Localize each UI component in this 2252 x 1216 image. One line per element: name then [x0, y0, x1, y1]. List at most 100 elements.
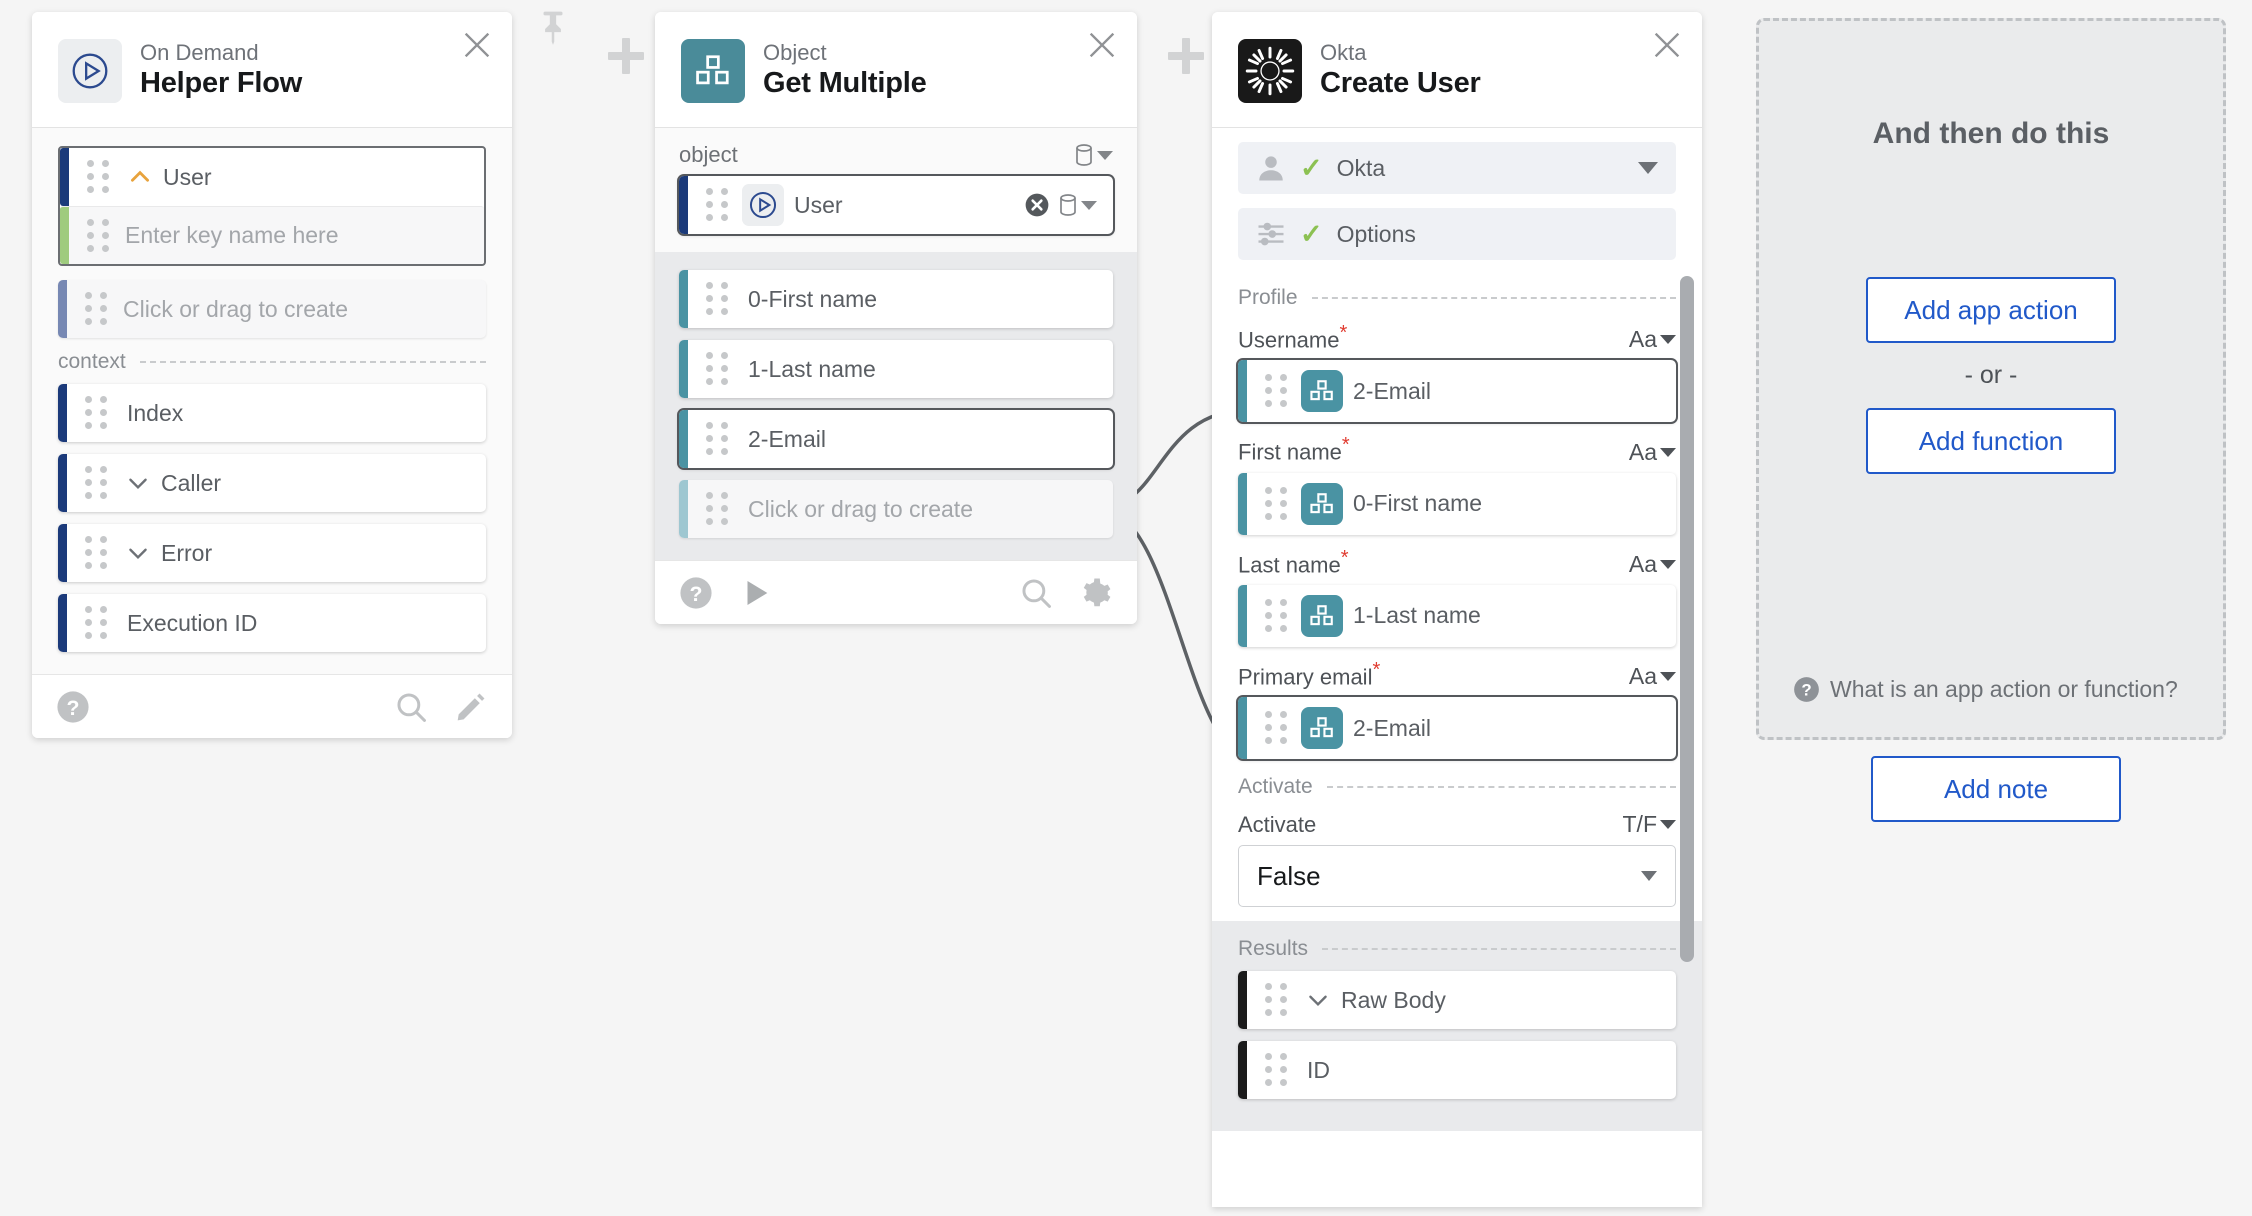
gear-icon[interactable] — [1079, 576, 1113, 610]
object-value-label: User — [794, 191, 843, 218]
type-selector[interactable]: Aa — [1629, 439, 1676, 466]
what-is-app-action-link[interactable]: ? What is an app action or function? — [1793, 676, 2178, 703]
first-name-field[interactable]: 0-First name — [1238, 472, 1676, 535]
add-step-button-1[interactable] — [608, 38, 644, 74]
section-divider — [1326, 786, 1676, 789]
vertical-scrollbar[interactable] — [1680, 276, 1694, 962]
add-function-button[interactable]: Add function — [1866, 408, 2116, 474]
result-id[interactable]: ID — [1238, 1041, 1676, 1100]
primary-email-field[interactable]: 2-Email — [1238, 697, 1676, 760]
help-circle-icon[interactable]: ? — [679, 576, 713, 610]
svg-text:?: ? — [67, 695, 80, 719]
drag-handle-icon[interactable] — [79, 290, 113, 328]
drag-handle-icon[interactable] — [79, 604, 113, 642]
caret-down-icon[interactable] — [1638, 162, 1658, 174]
list-item-email[interactable]: 2-Email — [679, 410, 1113, 468]
check-icon: ✓ — [1300, 218, 1323, 249]
result-raw-body[interactable]: Raw Body — [1238, 971, 1676, 1030]
add-note-button[interactable]: Add note — [1871, 756, 2121, 822]
svg-text:?: ? — [1801, 681, 1811, 700]
accordion-label: Options — [1336, 220, 1416, 247]
sidebar-item-execution-id[interactable]: Execution ID — [58, 594, 486, 652]
object-field-label: object — [679, 142, 738, 167]
drag-handle-icon[interactable] — [1259, 709, 1293, 747]
last-name-field[interactable]: 1-Last name — [1238, 584, 1676, 647]
create-row[interactable]: Click or drag to create — [58, 280, 486, 338]
drag-handle-icon[interactable] — [1259, 485, 1293, 523]
page-title: Helper Flow — [140, 67, 303, 100]
blocks-icon — [1301, 594, 1343, 637]
field-label: First name* — [1238, 434, 1350, 465]
username-field[interactable]: 2-Email — [1238, 360, 1676, 423]
close-icon[interactable] — [460, 28, 494, 62]
drag-handle-icon[interactable] — [700, 420, 734, 458]
field-label-text: First name — [1238, 439, 1342, 465]
drag-handle-icon[interactable] — [79, 534, 113, 572]
create-row-label: Click or drag to create — [748, 495, 973, 522]
chevron-down-icon — [1660, 447, 1676, 457]
database-type-selector[interactable] — [1058, 193, 1097, 217]
next-step-dropzone[interactable]: And then do this Add app action - or - A… — [1756, 18, 2226, 740]
chevron-down-icon[interactable] — [125, 540, 151, 566]
add-step-button-2[interactable] — [1168, 38, 1204, 74]
drag-handle-icon[interactable] — [81, 158, 115, 196]
type-selector[interactable]: T/F — [1623, 811, 1676, 838]
drag-handle-icon[interactable] — [700, 350, 734, 388]
chevron-down-icon[interactable] — [1305, 987, 1331, 1013]
row-actions — [1024, 192, 1113, 218]
search-icon[interactable] — [1019, 576, 1053, 610]
sidebar-item-error[interactable]: Error — [58, 524, 486, 582]
list-item[interactable]: User — [60, 148, 484, 206]
pin-icon[interactable] — [534, 10, 572, 52]
drag-handle-icon[interactable] — [1259, 372, 1293, 410]
list-item-label: Caller — [161, 469, 222, 496]
sidebar-item-caller[interactable]: Caller — [58, 454, 486, 512]
type-selector[interactable]: Aa — [1629, 663, 1676, 690]
activate-label-row: Activate T/F — [1238, 811, 1676, 838]
chevron-down-icon[interactable] — [125, 470, 151, 496]
pencil-icon[interactable] — [454, 690, 488, 724]
type-bar — [58, 454, 67, 512]
or-divider-label: - or - — [1964, 361, 2018, 389]
chevron-down-icon — [1660, 820, 1676, 830]
drag-handle-icon[interactable] — [1259, 981, 1293, 1019]
field-value: 1-Last name — [1353, 602, 1481, 629]
search-icon[interactable] — [394, 690, 428, 724]
drag-handle-icon[interactable] — [81, 217, 115, 255]
okta-header: Okta Create User — [1212, 12, 1702, 128]
type-selector[interactable]: Aa — [1629, 551, 1676, 578]
drag-handle-icon[interactable] — [1259, 1051, 1293, 1089]
okta-create-user-card: Okta Create User ✓ Okta — [1212, 12, 1702, 1207]
activate-select[interactable]: False — [1238, 845, 1676, 908]
database-type-selector[interactable] — [1074, 143, 1113, 167]
close-icon[interactable] — [1650, 28, 1684, 62]
list-item[interactable]: 1-Last name — [679, 340, 1113, 398]
accordion-okta-connection[interactable]: ✓ Okta — [1238, 142, 1676, 194]
add-app-action-button[interactable]: Add app action — [1866, 277, 2116, 343]
type-selector[interactable]: Aa — [1629, 326, 1676, 353]
list-item[interactable]: 0-First name — [679, 270, 1113, 328]
type-bar — [679, 480, 688, 538]
get-multiple-header: Object Get Multiple — [655, 12, 1137, 128]
object-value-row[interactable]: User — [679, 176, 1113, 234]
drag-handle-icon[interactable] — [79, 394, 113, 432]
sidebar-item-index[interactable]: Index — [58, 384, 486, 442]
type-bar — [58, 524, 67, 582]
drag-handle-icon[interactable] — [700, 280, 734, 318]
create-row[interactable]: Click or drag to create — [679, 480, 1113, 538]
clear-circle-icon[interactable] — [1024, 192, 1050, 218]
object-field-head: object — [679, 142, 1113, 168]
chevron-up-icon[interactable] — [127, 164, 153, 190]
drag-handle-icon[interactable] — [1259, 597, 1293, 635]
close-icon[interactable] — [1085, 28, 1119, 62]
play-triangle-icon[interactable] — [739, 576, 773, 610]
key-name-input[interactable]: Enter key name here — [60, 206, 484, 264]
accordion-label: Okta — [1336, 154, 1386, 181]
okta-form: Profile Username* Aa 2-Email — [1212, 274, 1702, 908]
user-icon — [1256, 153, 1286, 183]
drag-handle-icon[interactable] — [700, 186, 734, 224]
drag-handle-icon[interactable] — [700, 490, 734, 528]
help-circle-icon[interactable]: ? — [56, 690, 90, 724]
accordion-options[interactable]: ✓ Options — [1238, 208, 1676, 260]
drag-handle-icon[interactable] — [79, 464, 113, 502]
